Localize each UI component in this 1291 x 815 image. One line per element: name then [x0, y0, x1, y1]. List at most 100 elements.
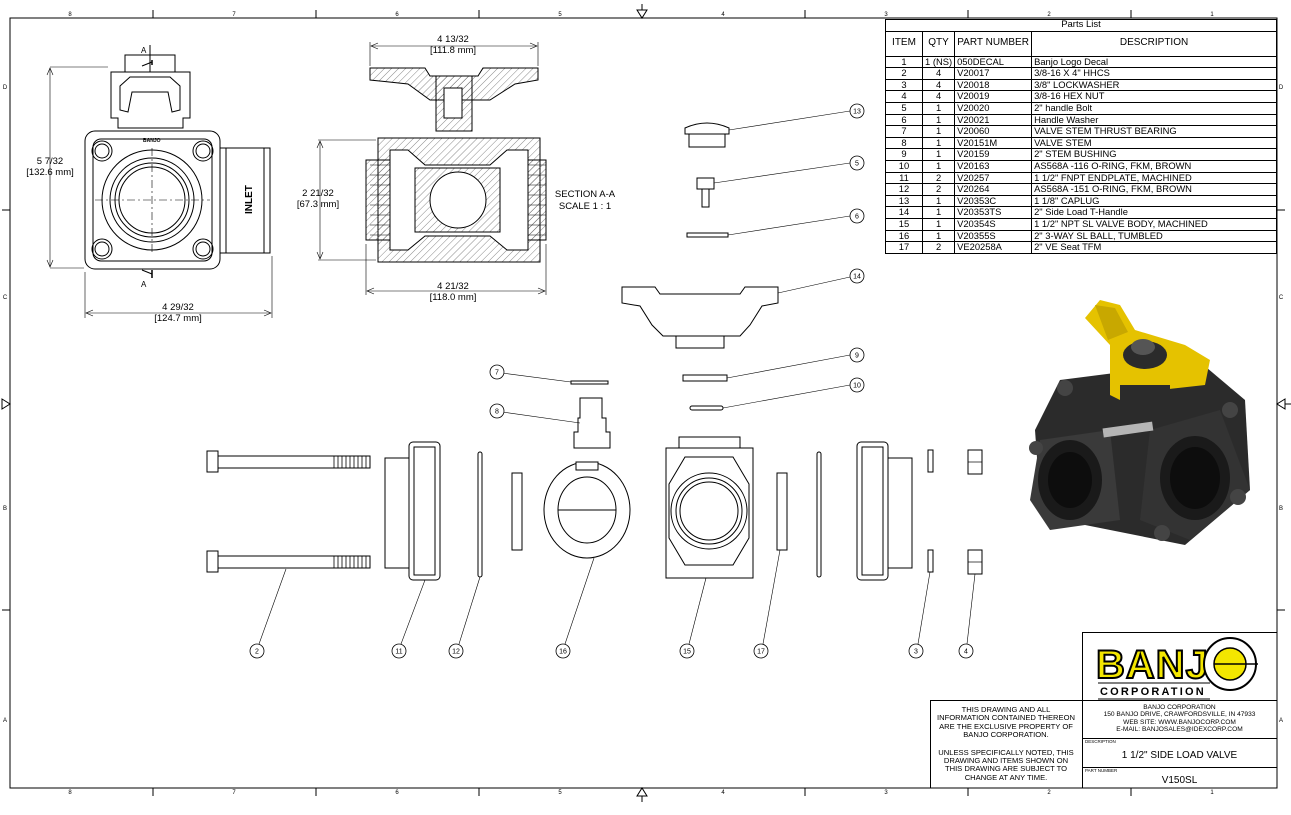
balloon-2-num: 2 — [255, 649, 259, 656]
cell-qty: 1 — [921, 125, 956, 138]
cell-part-number: V20257 — [954, 171, 1033, 185]
cell-description: 2" 3-WAY SL BALL, TUMBLED — [1031, 229, 1277, 243]
col-label-top-6: 6 — [395, 12, 399, 18]
balloon-15 — [679, 643, 695, 659]
balloon-11 — [391, 643, 407, 659]
description-label: DESCRIPTION — [1085, 739, 1116, 744]
balloon-10 — [849, 377, 865, 393]
row-label-right-d: D — [1279, 85, 1284, 91]
parts-list-table: Parts List ITEM QTY PART NUMBER DESCRIPT… — [885, 19, 1277, 254]
cell-description: Banjo Logo Decal — [1031, 55, 1277, 69]
part-number-value: V150SL — [1161, 775, 1198, 786]
cell-item: 6 — [885, 113, 923, 127]
section-marker-bottom: A — [141, 280, 147, 289]
row-label-left-b: B — [3, 506, 7, 512]
balloon-5-num: 5 — [855, 161, 859, 168]
logo-word: BANJ — [1096, 643, 1209, 687]
balloon-6-num: 6 — [855, 214, 859, 221]
notice-line: DRAWING AND ITEMS SHOWN ON — [943, 756, 1069, 766]
notice-line: INFORMATION CONTAINED THEREON — [937, 713, 1075, 723]
section-height-dim-mm: [67.3 mm] — [297, 199, 339, 210]
valve-3d-render — [1029, 300, 1250, 545]
balloon-16-num: 16 — [559, 649, 567, 656]
section-height-dim: 2 21/32 — [302, 188, 334, 199]
col-label-bottom-4: 4 — [721, 790, 725, 796]
col-label-bottom-2: 2 — [1047, 790, 1051, 796]
front-height-dim: 5 7/32 — [37, 156, 63, 167]
front-width-dim: 4 29/32 — [162, 302, 194, 313]
col-label-bottom-5: 5 — [558, 790, 562, 796]
balloon-13-num: 13 — [853, 109, 861, 116]
balloon-15-num: 15 — [683, 649, 691, 656]
logo-subtitle: CORPORATION — [1100, 686, 1206, 698]
cell-qty: 4 — [921, 90, 956, 103]
balloon-2 — [249, 643, 265, 659]
section-view-labels: 4 13/32 [111.8 mm] 2 21/32 [67.3 mm] 4 2… — [297, 34, 616, 303]
cell-description: 2" VE Seat TFM — [1031, 241, 1277, 254]
header-part-number: PART NUMBER — [954, 30, 1033, 57]
cell-item: 8 — [885, 136, 923, 150]
col-label-bottom-3: 3 — [884, 790, 888, 796]
front-view-labels: A A BANJO INLET 5 7/32 [132.6 mm] 4 29/3… — [26, 46, 255, 324]
part-number-label: PART NUMBER — [1085, 768, 1118, 773]
cell-item: 1 — [885, 55, 923, 69]
balloon-5 — [849, 155, 865, 171]
cell-item: 3 — [885, 78, 923, 92]
balloon-9 — [849, 347, 865, 363]
balloon-14 — [849, 268, 865, 284]
header-item: ITEM — [885, 30, 923, 57]
parts-list-caption: Parts List — [885, 19, 1277, 32]
notice-line: THIS DRAWING ARE SUBJECT TO — [944, 764, 1068, 774]
title-block: THIS DRAWING AND ALL INFORMATION CONTAIN… — [930, 632, 1277, 788]
cell-description: 2" Side Load T-Handle — [1031, 206, 1277, 219]
balloon-17 — [753, 643, 769, 659]
cell-part-number: V20353C — [954, 194, 1033, 208]
cell-part-number: V20021 — [954, 113, 1033, 127]
cell-qty: 1 — [921, 159, 956, 173]
company-info: BANJO CORPORATION 150 BANJO DRIVE, CRAWF… — [1082, 704, 1277, 733]
balloon-numbers: 13 5 6 14 9 10 7 8 2 11 12 16 15 17 3 4 — [255, 109, 968, 656]
cell-description: 1 1/2" NPT SL VALVE BODY, MACHINED — [1031, 217, 1277, 231]
exploded-view — [206, 122, 983, 581]
row-label-left-c: C — [3, 295, 8, 301]
header-description: DESCRIPTION — [1031, 30, 1277, 57]
balloon-7-num: 7 — [495, 370, 499, 377]
cell-description: AS568A -116 O-RING, FKM, BROWN — [1031, 159, 1277, 173]
cell-item: 11 — [885, 171, 923, 185]
col-label-top-3: 3 — [884, 12, 888, 18]
row-label-left-a: A — [3, 718, 7, 724]
cell-description: VALVE STEM THRUST BEARING — [1031, 125, 1277, 138]
title-block-notice: THIS DRAWING AND ALL INFORMATION CONTAIN… — [930, 705, 1082, 782]
cell-item: 13 — [885, 194, 923, 208]
brand-mark: BANJO — [143, 138, 161, 144]
col-label-bottom-8: 8 — [68, 790, 72, 796]
cell-qty: 1 (NS) — [921, 55, 956, 69]
section-top-dim-mm: [111.8 mm] — [430, 45, 476, 56]
front-width-dim-mm: [124.7 mm] — [154, 313, 202, 324]
balloon-17-num: 17 — [757, 649, 765, 656]
col-label-top-7: 7 — [232, 12, 236, 18]
balloon-leaders — [258, 110, 976, 645]
row-label-left-d: D — [3, 85, 8, 91]
cell-description: 3/8-16 X 4" HHCS — [1031, 67, 1277, 80]
col-label-bottom-7: 7 — [232, 790, 236, 796]
cell-qty: 1 — [921, 194, 956, 208]
row-label-right-a: A — [1279, 718, 1283, 724]
col-label-top-4: 4 — [721, 12, 725, 18]
cell-item: 9 — [885, 148, 923, 161]
header-qty: QTY — [921, 30, 956, 57]
section-view — [316, 42, 547, 295]
notice-line: BANJO CORPORATION. — [963, 730, 1049, 740]
cell-part-number: V20060 — [954, 125, 1033, 138]
